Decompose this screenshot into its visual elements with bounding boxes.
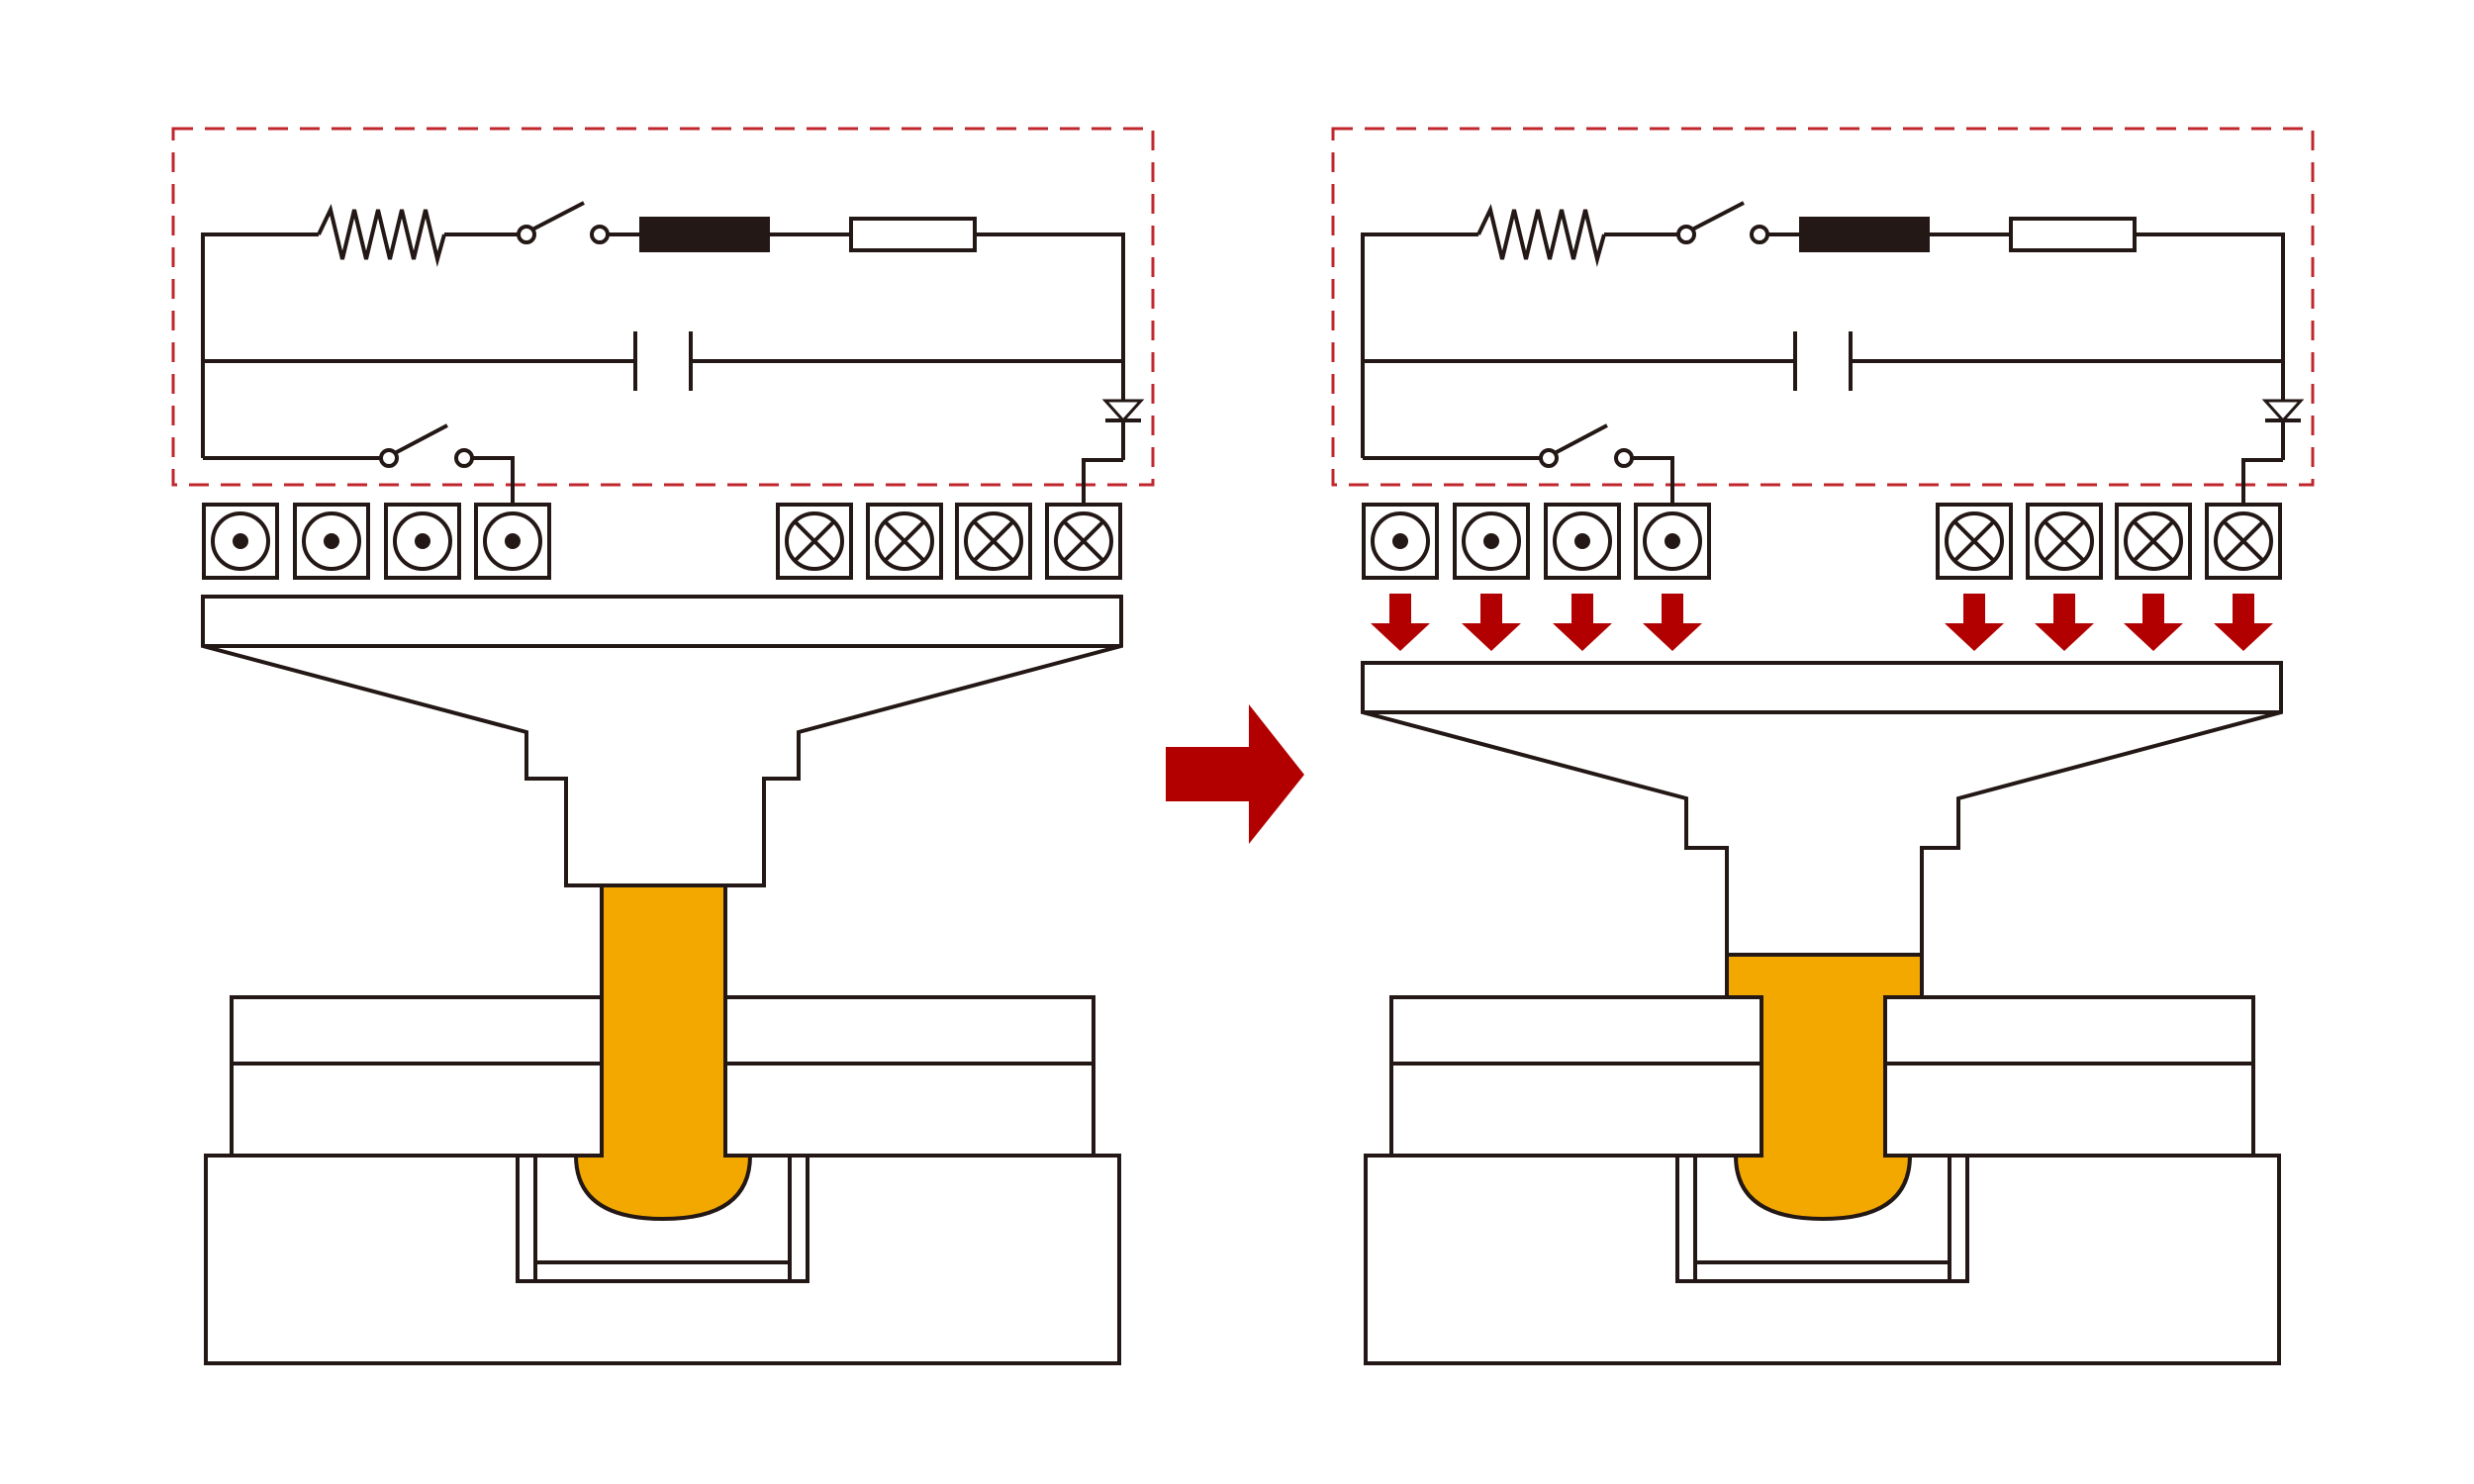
upper-plate-before-right — [723, 995, 1095, 1158]
punch-head-after — [1361, 661, 2283, 957]
magnet-pole-cross-icon — [1045, 503, 1122, 580]
rivet-after — [1725, 953, 1924, 1222]
circuit-after — [1331, 127, 2315, 507]
rivet-before — [573, 883, 753, 1222]
magnet-pole-dot-icon — [384, 503, 461, 580]
panel-after — [1331, 127, 2315, 1365]
upper-plate-after-left — [1389, 995, 1763, 1158]
pole-row-after — [1362, 503, 2282, 580]
magnet-pole-cross-icon — [2026, 503, 2103, 580]
force-arrow-icon — [1643, 594, 1702, 651]
magnet-pole-cross-icon — [955, 503, 1032, 580]
magnet-pole-dot-icon — [1453, 503, 1530, 580]
force-arrow-icon — [1553, 594, 1612, 651]
upper-plate-after-right — [1883, 995, 2255, 1158]
magnet-pole-dot-icon — [474, 503, 551, 580]
force-arrow-icon — [1462, 594, 1521, 651]
magnet-pole-dot-icon — [293, 503, 370, 580]
panel-before — [171, 127, 1155, 1365]
upper-plate-before-left — [230, 995, 604, 1158]
magnet-pole-dot-icon — [1544, 503, 1621, 580]
magnet-pole-cross-icon — [2205, 503, 2282, 580]
force-arrow-icon — [2035, 594, 2094, 651]
transition-arrow-icon — [1166, 704, 1304, 844]
magnet-pole-cross-icon — [776, 503, 853, 580]
magnet-pole-cross-icon — [2115, 503, 2192, 580]
force-arrow-icon — [1371, 594, 1430, 651]
magnet-pole-dot-icon — [1634, 503, 1711, 580]
magnet-pole-cross-icon — [866, 503, 943, 580]
magnet-pole-dot-icon — [1362, 503, 1439, 580]
pole-row-before — [202, 503, 1122, 580]
magnet-pole-dot-icon — [202, 503, 279, 580]
punch-head-before — [201, 595, 1123, 887]
force-arrow-icon — [2124, 594, 2183, 651]
force-arrow-icon — [1945, 594, 2004, 651]
circuit-before — [171, 127, 1155, 507]
force-arrow-icon — [2214, 594, 2273, 651]
force-arrows — [1371, 594, 2273, 651]
magnet-pole-cross-icon — [1936, 503, 2013, 580]
